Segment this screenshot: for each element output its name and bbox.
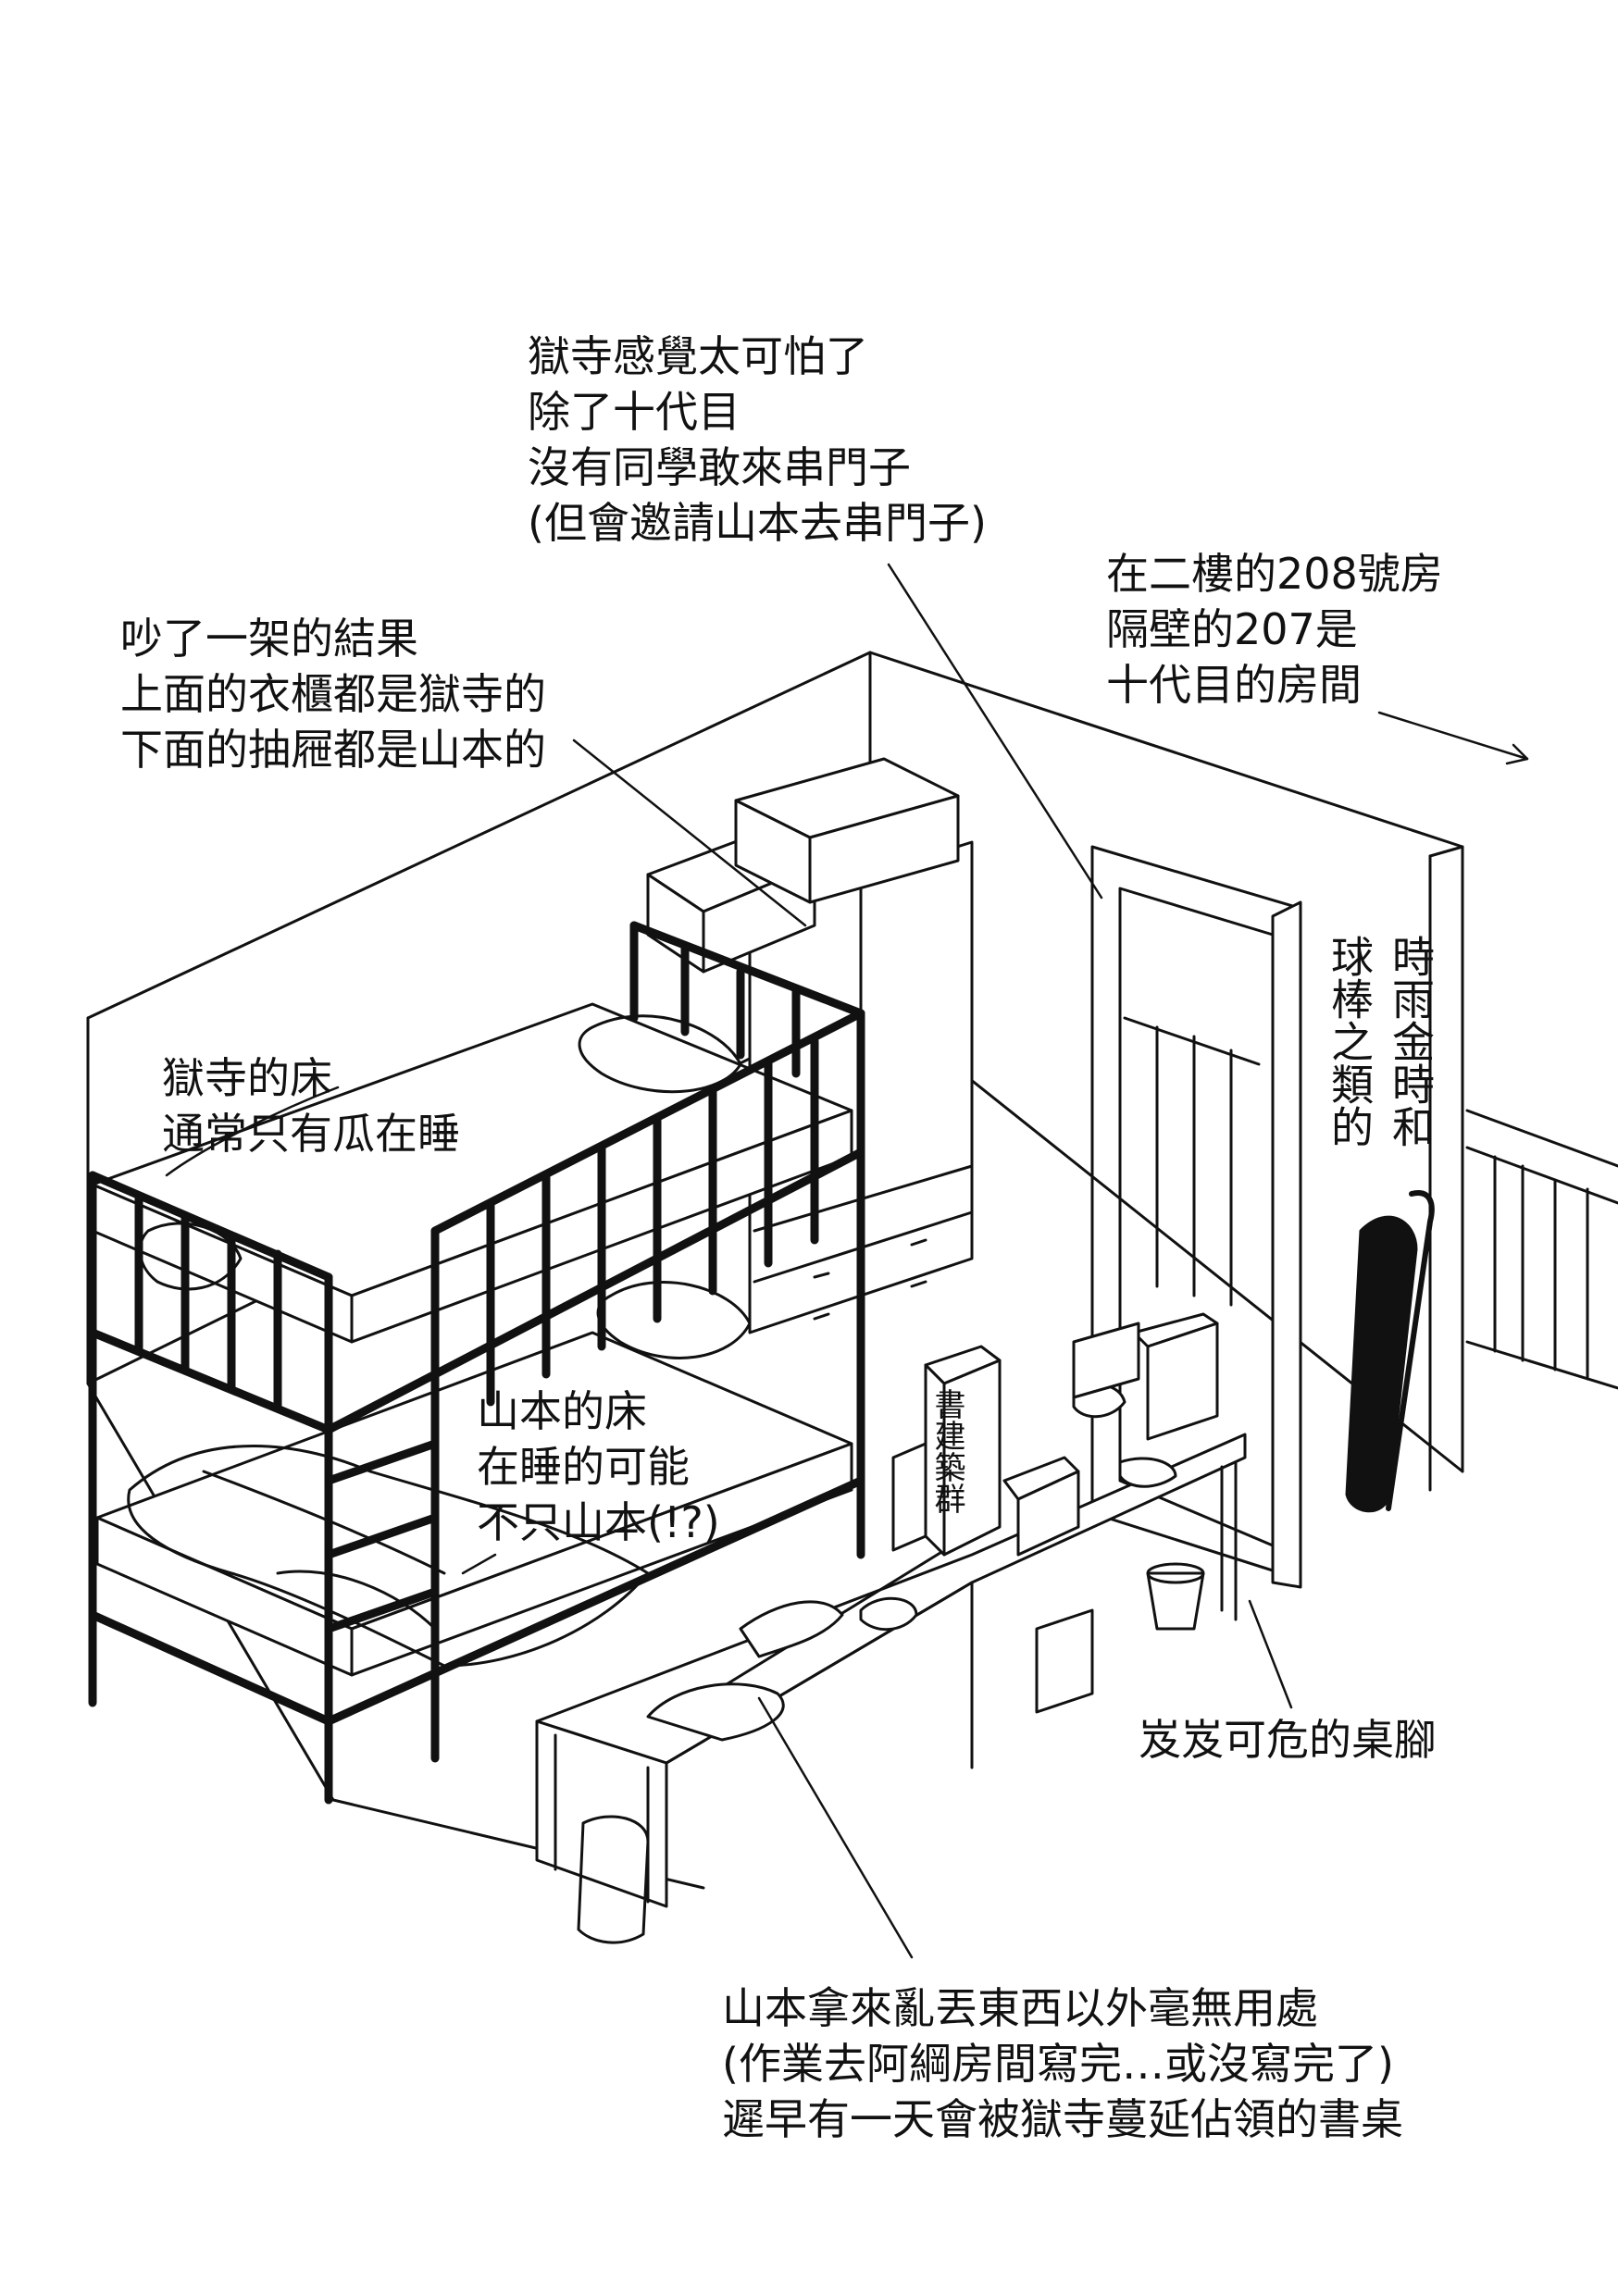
book-char: 築 (928, 1451, 965, 1483)
book-char: 群 (928, 1483, 965, 1514)
note-line: (但會邀請山本去串門子) (528, 498, 987, 548)
note-desk-leg: 岌岌可危的桌腳 (1139, 1712, 1437, 1768)
note-line: 獄寺感覺太可怕了 (528, 331, 868, 381)
note-line: 在睡的可能 (477, 1442, 690, 1492)
storage-boxes (646, 757, 960, 974)
vertical-line: 時雨金時和 (1386, 935, 1436, 1148)
note-line: 山本拿來亂丟東西以外毫無用處 (722, 1983, 1318, 2033)
note-line: 不只山本(!?) (477, 1497, 720, 1547)
note-line: 獄寺的床 (162, 1053, 332, 1103)
vertical-line: 球棒之類的 (1325, 935, 1375, 1148)
note-line: 吵了一架的結果 (120, 614, 418, 664)
book-char: 書 (928, 1388, 965, 1420)
note-line: (作業去阿綱房間寫完…或沒寫完了) (722, 2039, 1394, 2089)
note-fight-result: 吵了一架的結果 上面的衣櫃都是獄寺的 下面的抽屜都是山本的 (120, 611, 546, 777)
note-gokudera-bed: 獄寺的床 通常只有瓜在睡 (162, 1050, 460, 1161)
bunk-bed (88, 921, 865, 1805)
note-yamamoto-bed: 山本的床 在睡的可能 不只山本(!?) (477, 1384, 720, 1550)
note-line: 上面的衣櫃都是獄寺的 (120, 669, 546, 719)
note-line: 隔壁的207是 (1106, 604, 1358, 654)
bat-bag (1345, 1190, 1435, 1513)
note-line: 除了十代目 (528, 387, 741, 437)
door (1090, 845, 1302, 1589)
note-yamamoto-desk: 山本拿來亂丟東西以外毫無用處 (作業去阿綱房間寫完…或沒寫完了) 遲早有一天會被… (722, 1980, 1403, 2147)
note-line: 沒有同學敢來串門子 (528, 442, 911, 492)
note-line: 在二樓的208號房 (1106, 549, 1443, 599)
note-line: 通常只有瓜在睡 (162, 1109, 460, 1159)
note-line: 遲早有一天會被獄寺蔓延佔領的書桌 (722, 2094, 1403, 2144)
leader-lines (165, 563, 1529, 1959)
note-line: 下面的抽屜都是山本的 (120, 725, 546, 775)
desk-items (646, 1312, 1219, 1742)
book-char: 建 (928, 1420, 965, 1451)
note-gokudera-scary: 獄寺感覺太可怕了 除了十代目 沒有同學敢來串門子 (但會邀請山本去串門子) (528, 329, 987, 551)
book-stack-label: 書建築群 (928, 1388, 965, 1514)
note-line: 山本的床 (477, 1386, 647, 1436)
corridor-railing (1465, 1109, 1618, 1390)
note-line: 十代目的房間 (1106, 660, 1362, 710)
note-bat-label: 時雨金時和 球棒之類的 (1314, 935, 1437, 1175)
note-line: 岌岌可危的桌腳 (1139, 1715, 1437, 1765)
note-room-location: 在二樓的208號房 隔壁的207是 十代目的房間 (1106, 546, 1443, 713)
